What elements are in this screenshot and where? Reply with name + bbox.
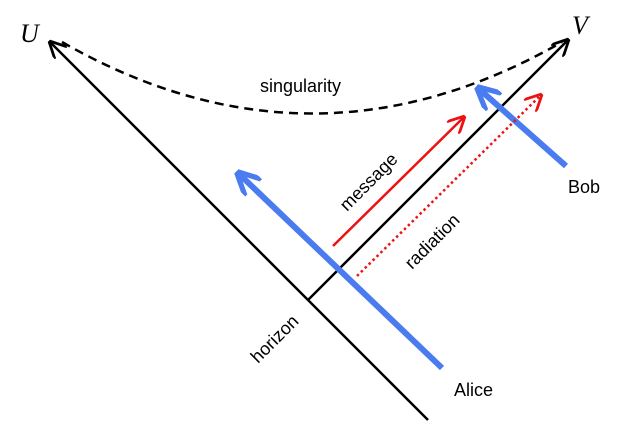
alice-label: Alice	[454, 380, 493, 400]
singularity-curve	[61, 40, 563, 115]
horizon-line	[307, 40, 568, 301]
message-arrow	[332, 117, 464, 247]
radiation-label: radiation	[401, 210, 464, 273]
bob-label: Bob	[568, 177, 600, 197]
horizon-label: horizon	[247, 311, 303, 367]
u-axis-line	[50, 42, 429, 421]
singularity-label: singularity	[260, 76, 341, 96]
v-axis-label: V	[572, 11, 591, 40]
message-label: message	[336, 149, 402, 215]
u-axis-label: U	[20, 19, 41, 48]
bob-worldline-arrow	[478, 88, 568, 169]
radiation-arrow	[356, 95, 541, 277]
alice-worldline-arrow	[238, 173, 445, 371]
